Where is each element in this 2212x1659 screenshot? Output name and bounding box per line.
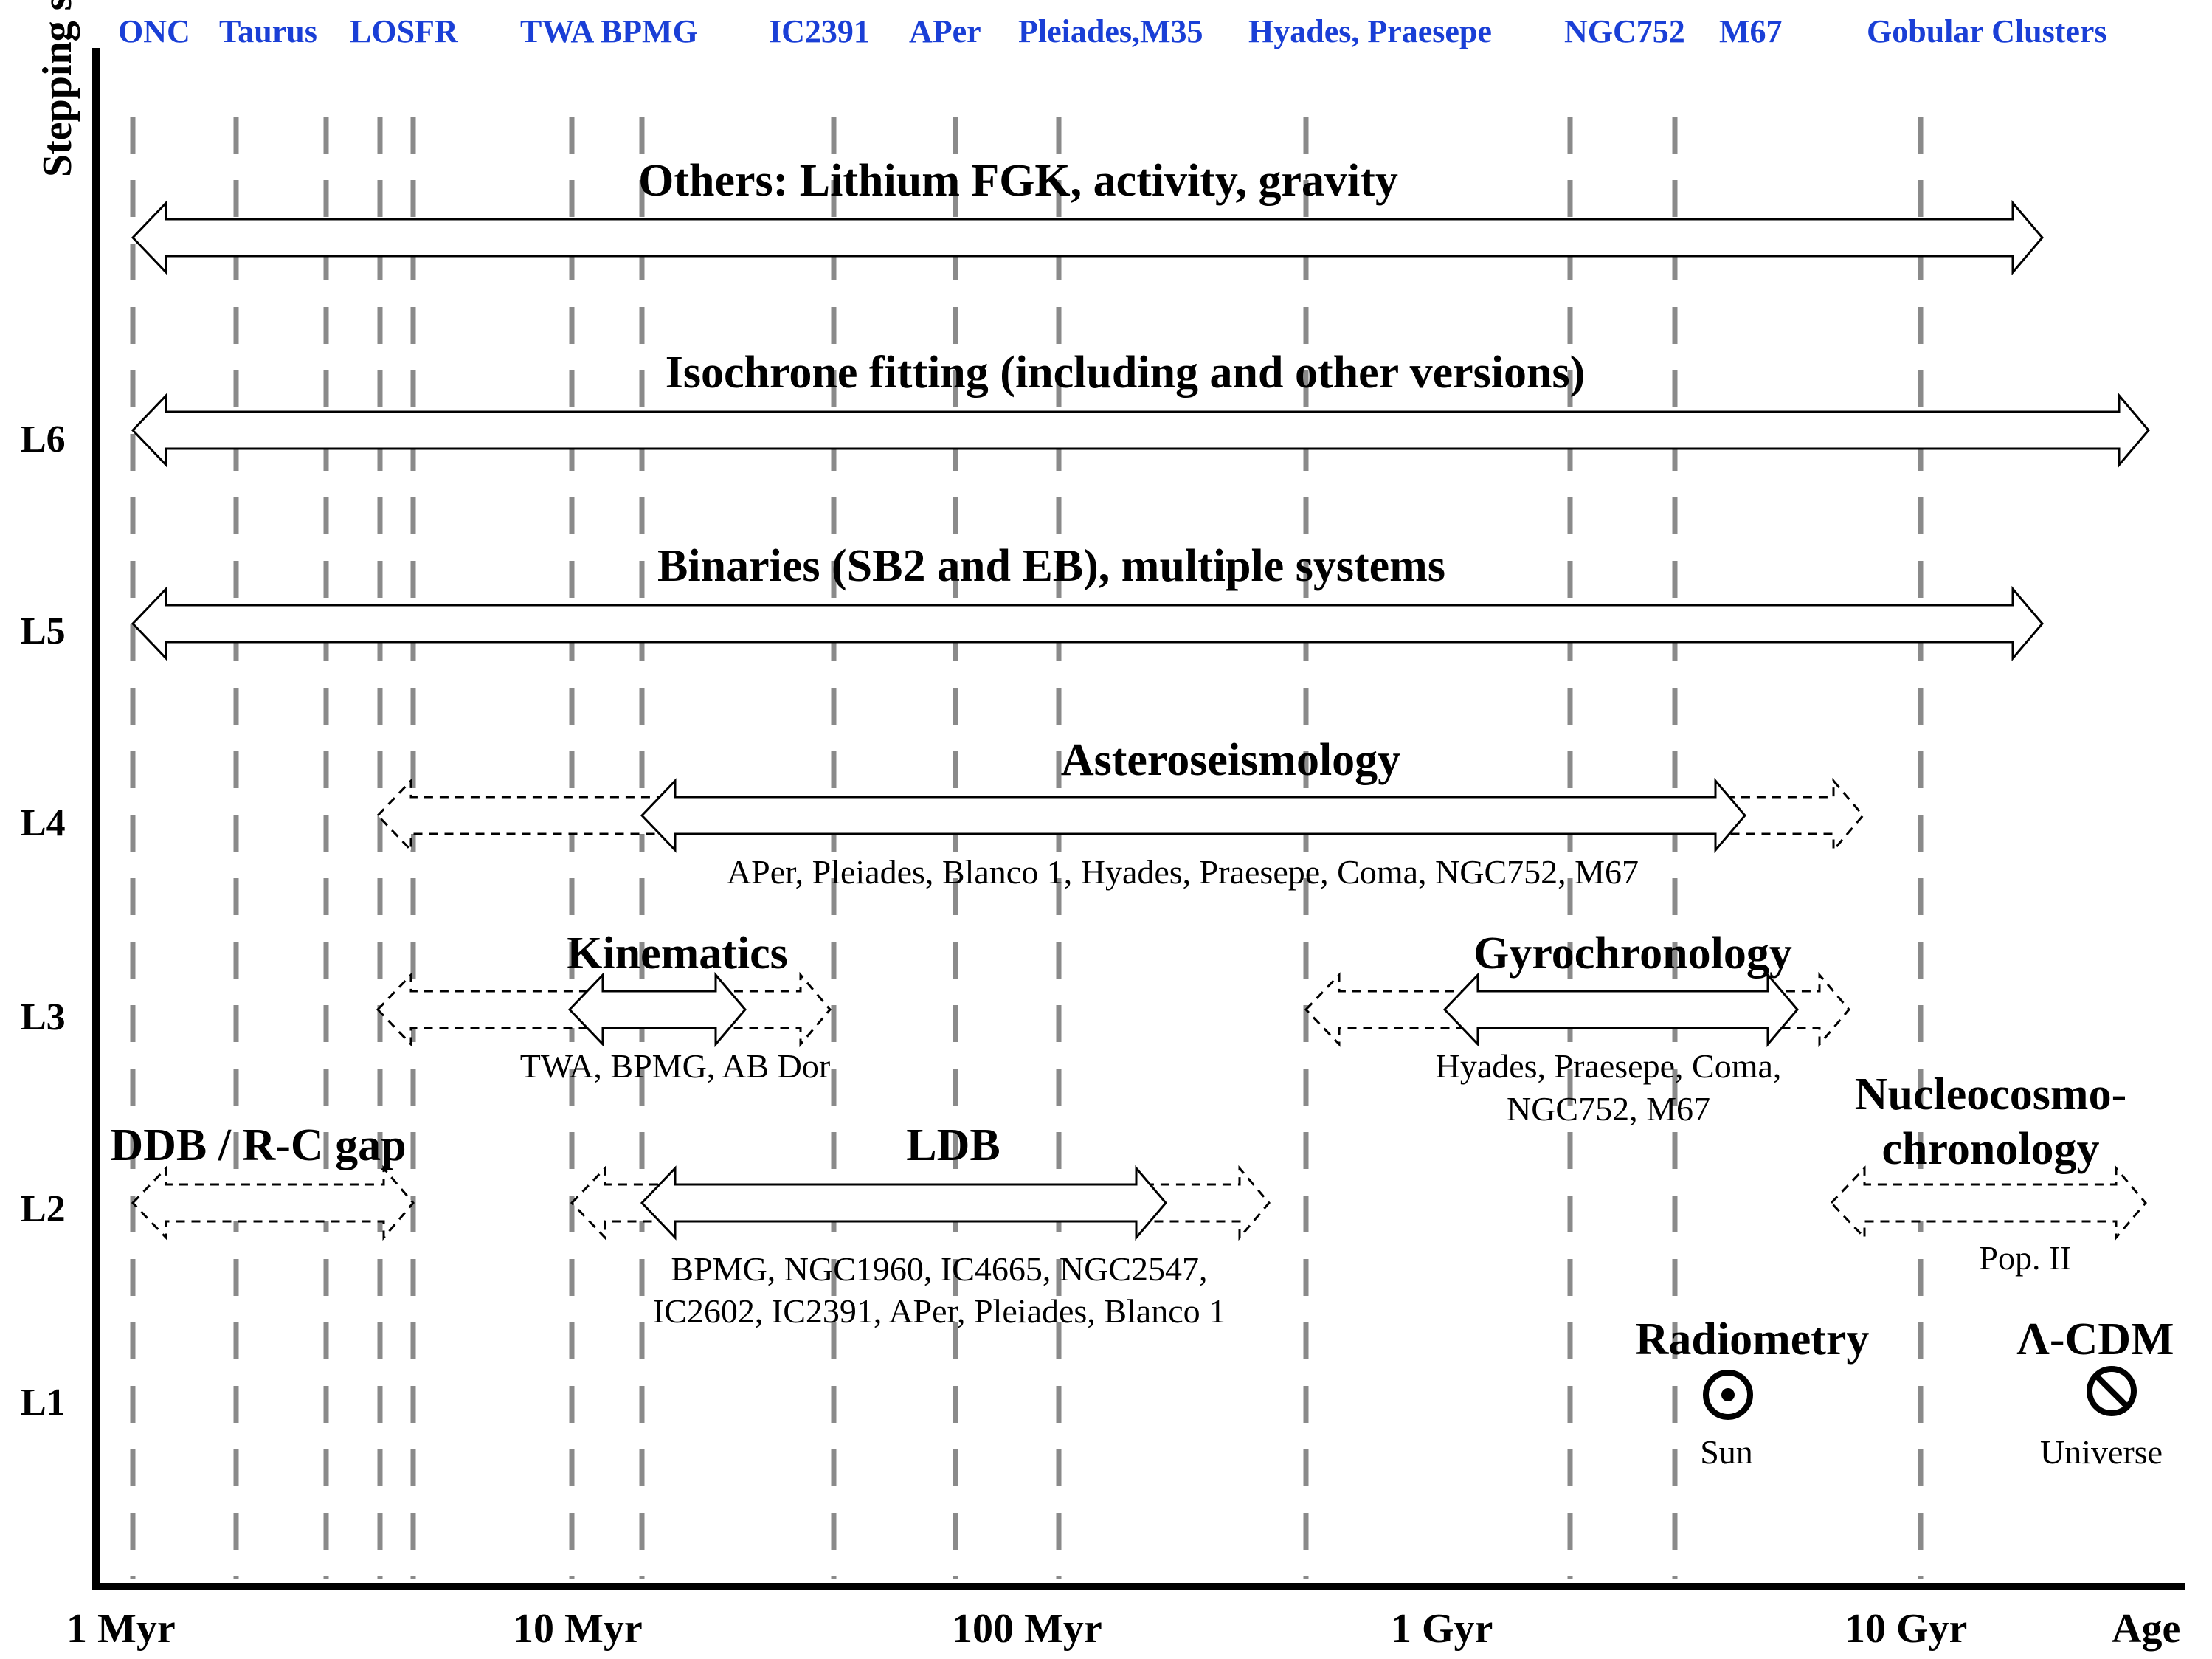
radiometry-label: Radiometry bbox=[1636, 1314, 1870, 1365]
lcdm-object: Universe bbox=[2040, 1433, 2163, 1471]
cluster-label: APer bbox=[909, 13, 981, 49]
level-labels: L6 L5 L4 L3 L2 L1 bbox=[21, 418, 66, 1424]
kinematics-label: Kinematics bbox=[567, 928, 788, 979]
asteroseismology-label: Asteroseismology bbox=[1061, 735, 1400, 785]
x-axis-title: Age bbox=[2112, 1606, 2180, 1652]
nucleocosmochronology-population: Pop. II bbox=[1979, 1239, 2071, 1277]
gyrochronology-clusters: Hyades, Praesepe, Coma, bbox=[1436, 1047, 1782, 1085]
cluster-label: TWA BPMG bbox=[520, 13, 698, 49]
nucleocosmochronology-label: chronology bbox=[1881, 1124, 2099, 1174]
nucleocosmochronology-range-arrow bbox=[1829, 1165, 2147, 1241]
x-tick-label: 1 Myr bbox=[66, 1606, 176, 1652]
level-label-l1: L1 bbox=[21, 1382, 66, 1424]
cluster-age-gridlines bbox=[130, 117, 1924, 1579]
level-label-l4: L4 bbox=[21, 802, 66, 844]
gyrochronology-label: Gyrochronology bbox=[1473, 928, 1792, 979]
cluster-label: Gobular Clusters bbox=[1867, 13, 2107, 49]
gyrochronology-clusters: NGC752, M67 bbox=[1507, 1090, 1710, 1128]
cluster-label: M67 bbox=[1719, 13, 1783, 49]
level-label-l3: L3 bbox=[21, 996, 66, 1038]
binaries-label: Binaries (SB2 and EB), multiple systems bbox=[657, 541, 1445, 591]
x-tick-label: 10 Myr bbox=[513, 1606, 643, 1652]
kinematics-clusters: TWA, BPMG, AB Dor bbox=[520, 1047, 830, 1085]
kinematics-range-arrow bbox=[567, 971, 747, 1048]
level-label-l5: L5 bbox=[21, 610, 66, 652]
cluster-label: Pleiades,M35 bbox=[1018, 13, 1203, 49]
sun-symbol-icon bbox=[1703, 1370, 1753, 1420]
ldb-label: LDB bbox=[906, 1120, 1000, 1170]
cluster-names: ONC Taurus LOSFR TWA BPMG IC2391 APer Pl… bbox=[118, 13, 2107, 49]
binaries-range-arrow bbox=[131, 585, 2044, 662]
cluster-label: Taurus bbox=[219, 13, 317, 49]
universe-symbol-icon bbox=[2087, 1366, 2137, 1416]
asteroseismology-clusters: APer, Pleiades, Blanco 1, Hyades, Praese… bbox=[727, 853, 1639, 891]
others-range-arrow bbox=[131, 199, 2044, 276]
cluster-label: LOSFR bbox=[350, 13, 459, 49]
ddb-range-arrow bbox=[131, 1165, 415, 1241]
x-tick-label: 1 Gyr bbox=[1391, 1606, 1493, 1652]
gyrochronology-range-arrow bbox=[1442, 971, 1799, 1048]
ldb-clusters: BPMG, NGC1960, IC4665, NGC2547, bbox=[671, 1250, 1207, 1288]
nucleocosmochronology-label: Nucleocosmo- bbox=[1855, 1069, 2126, 1120]
y-axis-title: Stepping stones bbox=[35, 0, 80, 177]
isochrone-label: Isochrone fitting (including and other v… bbox=[666, 348, 1585, 398]
radiometry-object: Sun bbox=[1700, 1433, 1753, 1471]
asteroseismology-range-arrow bbox=[640, 777, 1746, 854]
cluster-label: Hyades, Praesepe bbox=[1248, 13, 1492, 49]
x-axis-ticks: 1 Myr 10 Myr 100 Myr 1 Gyr 10 Gyr Age bbox=[66, 1606, 2180, 1652]
ddb-label: DDB / R-C gap bbox=[110, 1120, 406, 1170]
others-label: Others: Lithium FGK, activity, gravity bbox=[638, 156, 1398, 206]
level-label-l6: L6 bbox=[21, 418, 66, 461]
lcdm-label: Λ-CDM bbox=[2016, 1314, 2174, 1365]
x-tick-label: 100 Myr bbox=[952, 1606, 1102, 1652]
x-tick-label: 10 Gyr bbox=[1845, 1606, 1967, 1652]
ldb-range-arrow bbox=[640, 1165, 1167, 1241]
cluster-label: IC2391 bbox=[769, 13, 870, 49]
cluster-label: NGC752 bbox=[1564, 13, 1685, 49]
ldb-clusters: IC2602, IC2391, APer, Pleiades, Blanco 1 bbox=[653, 1292, 1226, 1330]
cluster-label: ONC bbox=[118, 13, 190, 49]
level-label-l2: L2 bbox=[21, 1188, 66, 1230]
isochrone-range-arrow bbox=[131, 392, 2150, 469]
